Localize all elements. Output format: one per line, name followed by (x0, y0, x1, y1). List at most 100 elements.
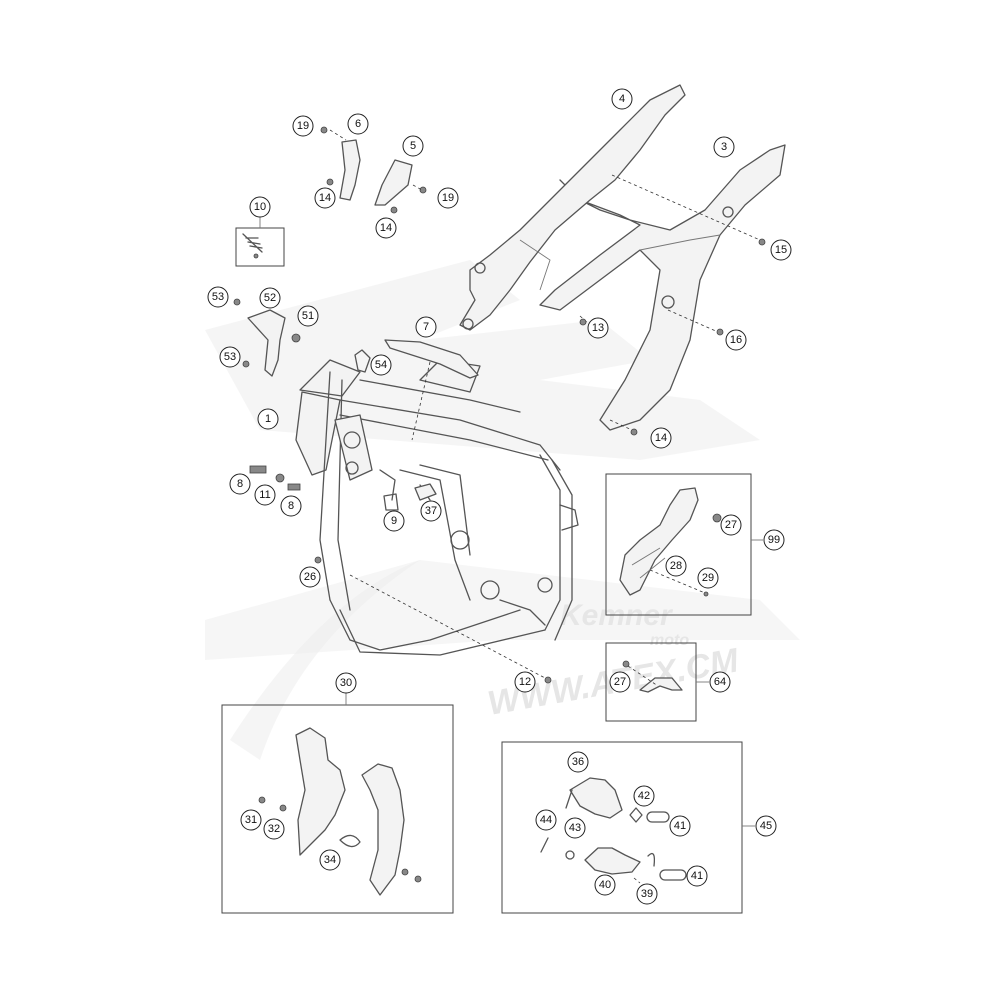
svg-text:14: 14 (319, 192, 331, 204)
svg-text:14: 14 (655, 432, 667, 444)
callout-7[interactable]: 7 (415, 316, 437, 338)
callout-45[interactable]: 45 (755, 815, 777, 837)
callout-26[interactable]: 26 (299, 566, 321, 588)
brackets-5-6 (320, 126, 427, 214)
callout-14c[interactable]: 14 (650, 427, 672, 449)
callout-37[interactable]: 37 (420, 500, 442, 522)
svg-text:26: 26 (304, 571, 316, 583)
callout-54[interactable]: 54 (370, 354, 392, 376)
svg-text:8: 8 (237, 478, 243, 490)
callout-1[interactable]: 1 (257, 408, 279, 430)
callout-10[interactable]: 10 (249, 196, 271, 218)
callout-39[interactable]: 39 (636, 883, 658, 905)
callout-43[interactable]: 43 (564, 817, 586, 839)
callout-15[interactable]: 15 (770, 239, 792, 261)
callout-64[interactable]: 64 (709, 671, 731, 693)
callout-53b[interactable]: 53 (219, 346, 241, 368)
svg-text:9: 9 (391, 515, 397, 527)
callout-32[interactable]: 32 (263, 818, 285, 840)
svg-text:40: 40 (599, 879, 611, 891)
callout-51[interactable]: 51 (297, 305, 319, 327)
callout-16[interactable]: 16 (725, 329, 747, 351)
svg-text:54: 54 (375, 359, 387, 371)
svg-text:51: 51 (302, 310, 314, 322)
callout-14a[interactable]: 14 (314, 187, 336, 209)
box-45 (501, 741, 743, 914)
callout-36[interactable]: 36 (567, 751, 589, 773)
svg-text:41: 41 (674, 820, 686, 832)
bracket-52 (233, 298, 301, 377)
part-10-spring (242, 233, 263, 259)
svg-text:64: 64 (714, 676, 726, 688)
svg-text:11: 11 (259, 489, 270, 501)
callout-27a[interactable]: 27 (720, 514, 742, 536)
svg-text:16: 16 (730, 334, 742, 346)
hardware-leads (349, 174, 766, 684)
callout-9[interactable]: 9 (383, 510, 405, 532)
part-7-guide (354, 339, 479, 441)
svg-text:1: 1 (265, 413, 271, 425)
callout-11[interactable]: 11 (254, 484, 276, 506)
callout-29[interactable]: 29 (697, 567, 719, 589)
svg-text:8: 8 (288, 500, 294, 512)
svg-text:32: 32 (268, 823, 280, 835)
callout-52[interactable]: 52 (259, 287, 281, 309)
callout-12[interactable]: 12 (514, 671, 536, 693)
svg-text:3: 3 (721, 141, 727, 153)
svg-text:43: 43 (569, 822, 581, 834)
group-99-parts (619, 487, 722, 597)
callout-42[interactable]: 42 (633, 785, 655, 807)
callout-40[interactable]: 40 (594, 874, 616, 896)
svg-text:30: 30 (340, 677, 352, 689)
svg-text:4: 4 (619, 93, 625, 105)
callout-41b[interactable]: 41 (686, 865, 708, 887)
box-99 (605, 473, 752, 616)
callout-13[interactable]: 13 (587, 317, 609, 339)
callout-27b[interactable]: 27 (609, 671, 631, 693)
group-64-parts (622, 660, 683, 693)
callout-8a[interactable]: 8 (229, 473, 251, 495)
svg-text:53: 53 (212, 291, 224, 303)
callout-44[interactable]: 44 (535, 809, 557, 831)
callout-28[interactable]: 28 (665, 555, 687, 577)
rear-subframe (539, 144, 786, 431)
callout-19a[interactable]: 19 (292, 115, 314, 137)
callout-99[interactable]: 99 (763, 529, 785, 551)
svg-text:45: 45 (760, 820, 772, 832)
group-45-footpegs (540, 777, 687, 884)
callout-31[interactable]: 31 (240, 809, 262, 831)
svg-text:14: 14 (380, 222, 392, 234)
callout-53a[interactable]: 53 (207, 286, 229, 308)
watermark-line: moto (650, 632, 689, 649)
callout-3[interactable]: 3 (713, 136, 735, 158)
callout-14b[interactable]: 14 (375, 217, 397, 239)
group-30-guards (258, 727, 422, 896)
box-30 (221, 704, 454, 914)
callout-8b[interactable]: 8 (280, 495, 302, 517)
svg-text:42: 42 (638, 790, 650, 802)
callout-4[interactable]: 4 (611, 88, 633, 110)
callout-6[interactable]: 6 (347, 113, 369, 135)
callout-30[interactable]: 30 (335, 672, 357, 694)
svg-text:99: 99 (768, 534, 780, 546)
callout-34[interactable]: 34 (319, 849, 341, 871)
upper-subframe (459, 84, 686, 331)
callout-5[interactable]: 5 (402, 135, 424, 157)
svg-text:44: 44 (540, 814, 552, 826)
svg-text:27: 27 (614, 676, 626, 688)
svg-text:15: 15 (775, 244, 787, 256)
svg-text:5: 5 (410, 140, 416, 152)
svg-text:37: 37 (425, 505, 437, 517)
svg-text:27: 27 (725, 519, 737, 531)
svg-text:19: 19 (297, 120, 309, 132)
svg-text:31: 31 (245, 814, 257, 826)
svg-text:10: 10 (254, 201, 266, 213)
callout-41a[interactable]: 41 (669, 815, 691, 837)
callout-19b[interactable]: 19 (437, 187, 459, 209)
svg-text:53: 53 (224, 351, 236, 363)
svg-text:28: 28 (670, 560, 682, 572)
svg-text:41: 41 (691, 870, 703, 882)
svg-text:19: 19 (442, 192, 454, 204)
svg-text:34: 34 (324, 854, 336, 866)
